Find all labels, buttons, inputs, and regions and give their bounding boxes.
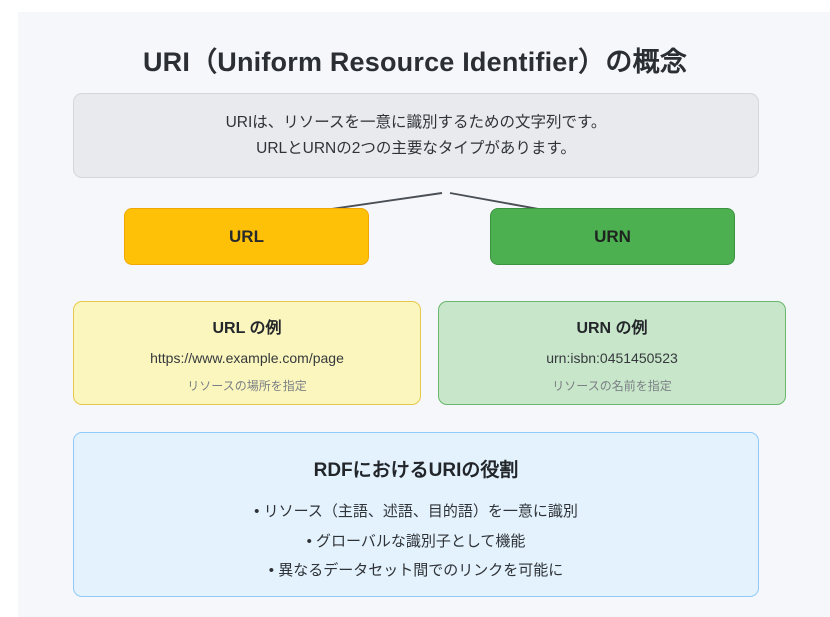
list-item: • リソース（主語、述語、目的語）を一意に識別 (254, 503, 578, 520)
example-url-value: https://www.example.com/page (150, 350, 344, 366)
rdf-role-title: RDFにおけるURIの役割 (313, 460, 519, 481)
example-box-urn: URN の例 urn:isbn:0451450523 リソースの名前を指定 (438, 301, 786, 405)
type-box-url[interactable]: URL (124, 208, 369, 265)
example-url-title: URL の例 (212, 320, 282, 337)
example-urn-value: urn:isbn:0451450523 (546, 350, 678, 366)
example-url-note: リソースの場所を指定 (187, 379, 307, 393)
type-box-urn[interactable]: URN (490, 208, 735, 265)
page-title: URI（Uniform Resource Identifier）の概念 (142, 47, 688, 77)
example-urn-title: URN の例 (576, 320, 648, 337)
description-line-2: URLとURNの2つの主要なタイプがあります。 (256, 140, 576, 157)
list-item: • グローバルな識別子として機能 (306, 532, 526, 550)
description-box: URIは、リソースを一意に識別するための文字列です。 URLとURNの2つの主要… (73, 93, 759, 178)
type-box-urn-label: URN (594, 226, 631, 246)
example-box-url: URL の例 https://www.example.com/page リソース… (73, 301, 421, 405)
rdf-bullet-list: • リソース（主語、述語、目的語）を一意に識別 • グローバルな識別子として機能… (254, 503, 578, 580)
list-item: • 異なるデータセット間でのリンクを可能に (268, 562, 564, 579)
rdf-role-box: RDFにおけるURIの役割 • リソース（主語、述語、目的語）を一意に識別 • … (73, 432, 759, 597)
description-line-1: URIは、リソースを一意に識別するための文字列です。 (225, 113, 607, 131)
type-box-url-label: URL (229, 226, 264, 246)
example-urn-note: リソースの名前を指定 (552, 379, 672, 393)
diagram-panel: URI（Uniform Resource Identifier）の概念 URIは… (18, 12, 830, 617)
